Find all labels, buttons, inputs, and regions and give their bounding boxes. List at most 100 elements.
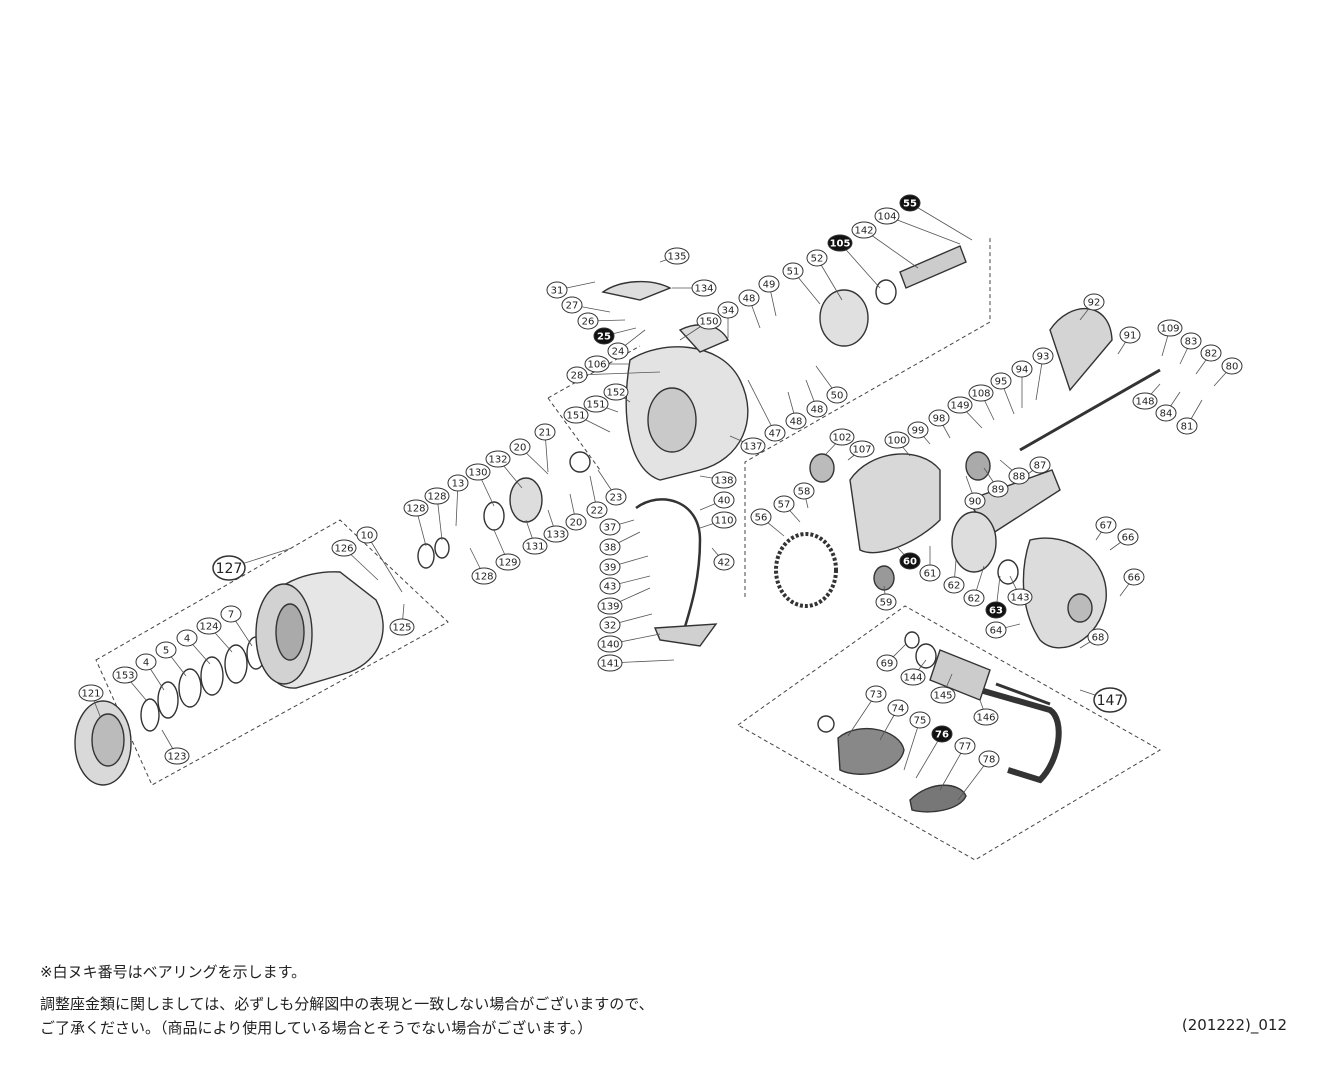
part-callout-5: 5 <box>155 641 177 659</box>
callout-label-40: 40 <box>718 496 731 507</box>
part-callout-20b: 20 <box>565 513 587 531</box>
leader-line-10 <box>366 534 403 593</box>
callout-label-128: 128 <box>406 504 425 515</box>
callout-oval-4b <box>135 653 157 671</box>
callout-oval-26 <box>577 312 599 330</box>
callout-label-13: 13 <box>452 479 465 490</box>
part-callout-123: 123 <box>164 747 190 765</box>
callout-label-130: 130 <box>468 468 487 479</box>
callout-oval-147 <box>1093 687 1127 713</box>
callout-label-109: 109 <box>1160 324 1179 335</box>
callout-oval-152 <box>603 383 629 401</box>
part-callout-83: 83 <box>1180 332 1202 350</box>
callout-oval-151b <box>563 406 589 424</box>
callout-oval-82 <box>1200 344 1222 362</box>
callout-label-131: 131 <box>525 542 544 553</box>
part-callout-21: 21 <box>534 423 556 441</box>
callout-oval-20b <box>565 513 587 531</box>
part-callout-81: 81 <box>1176 417 1198 435</box>
callout-oval-60 <box>899 552 921 570</box>
callout-oval-48 <box>738 289 760 307</box>
callout-label-91: 91 <box>1124 331 1137 342</box>
part-callout-99: 99 <box>907 421 929 439</box>
spool-face-inner <box>275 603 305 661</box>
callout-oval-38 <box>599 538 621 556</box>
part-callout-150: 150 <box>696 312 722 330</box>
callout-label-20: 20 <box>514 443 527 454</box>
callout-label-110: 110 <box>714 516 733 527</box>
leader-line-104 <box>886 215 961 245</box>
callout-oval-64 <box>985 621 1007 639</box>
washer-note-line-1: 調整座金類に関しましては、必ずしも分解図中の表現と一致しない場合がございますので… <box>40 995 654 1013</box>
callout-oval-58 <box>793 482 815 500</box>
part-callout-74: 74 <box>887 699 909 717</box>
callout-oval-22 <box>586 501 608 519</box>
callout-label-76: 76 <box>935 730 949 741</box>
callout-oval-21 <box>534 423 556 441</box>
callout-label-22: 22 <box>591 506 604 517</box>
callout-oval-84 <box>1155 404 1177 422</box>
callout-label-150: 150 <box>699 317 718 328</box>
callout-label-102: 102 <box>832 433 851 444</box>
part-callout-95: 95 <box>990 372 1012 390</box>
part-callout-134: 134 <box>691 279 717 297</box>
callout-label-69: 69 <box>881 659 894 670</box>
callout-label-125: 125 <box>392 623 411 634</box>
bearing-note: ※白ヌキ番号はベアリングを示します。 <box>40 963 307 981</box>
callout-label-140: 140 <box>600 640 619 651</box>
callout-oval-77 <box>954 737 976 755</box>
callout-label-60: 60 <box>903 557 917 568</box>
drive-bearing-ring <box>875 279 897 305</box>
part-callout-27: 27 <box>561 296 583 314</box>
callout-oval-107 <box>849 440 875 458</box>
part-callout-121: 121 <box>78 684 104 702</box>
callout-oval-34 <box>717 301 739 319</box>
callout-oval-143 <box>1007 588 1033 606</box>
washer-drawing <box>157 681 179 719</box>
part-callout-69: 69 <box>876 654 898 672</box>
callout-oval-95 <box>990 372 1012 390</box>
part-callout-147: 147 <box>1093 687 1127 713</box>
callout-label-48: 48 <box>743 294 756 305</box>
callout-oval-141 <box>597 654 623 672</box>
part-callout-148: 148 <box>1132 392 1158 410</box>
leader-line-75 <box>903 719 921 771</box>
part-callout-129: 129 <box>495 553 521 571</box>
part-callout-104: 104 <box>874 207 900 225</box>
part-callout-32: 32 <box>599 616 621 634</box>
callout-oval-142 <box>851 221 877 239</box>
rotor-group-outline-2 <box>547 397 601 471</box>
callout-oval-61 <box>919 564 941 582</box>
washer-drawing <box>140 698 160 732</box>
part-callout-137: 137 <box>740 437 766 455</box>
washer-drawing-2 <box>483 501 505 531</box>
callout-label-25: 25 <box>597 332 611 343</box>
callout-oval-47 <box>764 424 786 442</box>
callout-oval-92 <box>1083 293 1105 311</box>
callout-label-128c: 128 <box>474 572 493 583</box>
callout-oval-126 <box>331 539 357 557</box>
callout-label-73: 73 <box>870 690 883 701</box>
reference-code: (201222)_012 <box>1181 1016 1287 1034</box>
callout-label-48b: 48 <box>790 417 803 428</box>
washer-drawing <box>200 656 224 696</box>
callout-label-26: 26 <box>582 317 595 328</box>
callout-label-66b: 66 <box>1128 573 1141 584</box>
part-callout-151: 151 <box>583 395 609 413</box>
main-gear-drawing <box>951 511 997 573</box>
callout-label-134: 134 <box>694 284 713 295</box>
bail-arm-drawing <box>653 623 718 647</box>
callout-oval-75 <box>909 711 931 729</box>
part-callout-149: 149 <box>947 396 973 414</box>
part-callout-4b: 4 <box>135 653 157 671</box>
callout-oval-121 <box>78 684 104 702</box>
part-callout-38: 38 <box>599 538 621 556</box>
callout-oval-109 <box>1157 319 1183 337</box>
callout-label-56: 56 <box>755 513 768 524</box>
callout-label-106: 106 <box>587 360 606 371</box>
part-callout-62: 62 <box>943 576 965 594</box>
part-callout-109: 109 <box>1157 319 1183 337</box>
part-callout-43: 43 <box>599 577 621 595</box>
callout-label-127: 127 <box>216 561 243 577</box>
spool-front-cap-inner <box>91 713 125 767</box>
